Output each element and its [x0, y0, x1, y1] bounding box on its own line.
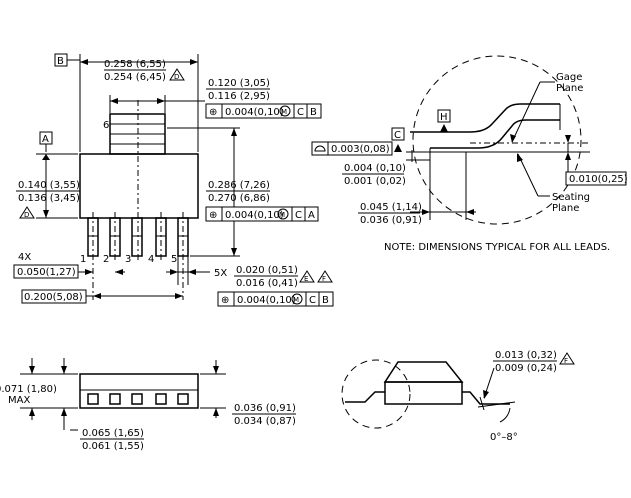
- body-outline: [79, 153, 199, 219]
- end-lead-left: [345, 391, 385, 403]
- svg-text:0.004(0,10): 0.004(0,10): [225, 210, 284, 221]
- flag-triangle-f-2: [559, 352, 575, 365]
- dim-body-h-min: 0.136 (3,45): [18, 193, 80, 204]
- detail-circle: [412, 55, 582, 225]
- dim-width-min: 0.254 (6,45): [104, 72, 166, 83]
- dim-pitch: 0.050(1,27): [17, 267, 76, 278]
- gage-label-1: Gage: [556, 72, 582, 83]
- dim-foot-min: 0.036 (0,91): [360, 215, 422, 226]
- dim-flatness: 0.003(0,08): [331, 144, 390, 155]
- pin-label-5: 5: [171, 254, 177, 265]
- end-body: [384, 381, 463, 405]
- note-text: NOTE: DIMENSIONS TYPICAL FOR ALL LEADS.: [384, 242, 610, 253]
- dim-lead-len-max: 0.036 (0,91): [234, 403, 296, 414]
- dim-angle: 0°–8°: [490, 432, 518, 443]
- svg-text:⊕: ⊕: [221, 295, 229, 306]
- flag-triangle-d-2: [19, 206, 35, 219]
- datum-b-label: B: [57, 56, 64, 67]
- dim-thick-max: 0.065 (1,65): [82, 428, 144, 439]
- dim-pitch-count: 4X: [18, 252, 31, 263]
- dim-lead-t-min: 0.009 (0,24): [495, 363, 557, 374]
- tol-frame-body: ⊕ 0.004(0,10) M C A: [205, 206, 319, 222]
- pin-label-3: 3: [125, 254, 131, 265]
- dim-standoff-min: 0.001 (0,02): [344, 176, 406, 187]
- dim-lead-len-min: 0.034 (0,87): [234, 416, 296, 427]
- pin-label-6: 6: [103, 120, 109, 131]
- svg-text:0.004(0,10): 0.004(0,10): [237, 295, 296, 306]
- dim-foot-max: 0.045 (1,14): [360, 202, 422, 213]
- flag-f-label-1: F: [322, 275, 326, 283]
- tol-frame-leads: ⊕ 0.004(0,10) M C B: [217, 291, 334, 307]
- flag-d-label-1: D: [174, 73, 179, 81]
- flag-triangle-d-1: [169, 68, 185, 81]
- svg-text:⊕: ⊕: [209, 210, 217, 221]
- flag-e-label: E: [304, 275, 308, 283]
- top-view: 6 1 2 3 4 5 B 0.258 (6,55) 0.254 (6,45) …: [13, 53, 334, 307]
- svg-text:M: M: [281, 108, 287, 116]
- dim-lead-w-max: 0.020 (0,51): [236, 265, 298, 276]
- svg-text:C: C: [295, 210, 302, 221]
- dim-overall-min: 0.270 (6,86): [208, 193, 270, 204]
- side-view: 0.071 (1,80) MAX 0.065 (1,65) 0.061 (1,5…: [0, 358, 296, 452]
- flag-f-label-2: F: [564, 357, 568, 365]
- datum-h-box: [437, 109, 451, 123]
- flag-triangle-e: [299, 270, 315, 283]
- svg-text:C: C: [297, 107, 304, 118]
- dim-height-max: 0.071 (1,80): [0, 384, 57, 395]
- dim-tab-max: 0.120 (3,05): [208, 78, 270, 89]
- gage-label-2: Plane: [556, 83, 583, 94]
- datum-h-label: H: [440, 112, 448, 123]
- svg-text:B: B: [310, 107, 317, 118]
- datum-c-label: C: [394, 130, 401, 141]
- svg-text:M: M: [293, 296, 299, 304]
- datum-a-label: A: [42, 134, 49, 145]
- lead-upper-edge: [410, 103, 560, 133]
- datum-c-box: [391, 127, 405, 141]
- svg-text:0.004(0,10): 0.004(0,10): [225, 107, 284, 118]
- flag-d-label-2: D: [24, 211, 29, 219]
- end-lead-right: [462, 391, 510, 405]
- svg-text:⊕: ⊕: [209, 107, 217, 118]
- seating-label-2: Plane: [552, 203, 579, 214]
- gage-dim-box: [565, 171, 627, 186]
- lead-lower-edge: [430, 119, 560, 149]
- flatness-frame: [311, 141, 393, 156]
- dim-overall-max: 0.286 (7,26): [208, 180, 270, 191]
- dim-lead-w-min: 0.016 (0,41): [236, 278, 298, 289]
- dim-gage: 0.010(0,25): [569, 174, 628, 185]
- dim-width-max: 0.258 (6,55): [104, 59, 166, 70]
- pin-label-1: 1: [80, 254, 86, 265]
- svg-text:M: M: [279, 211, 285, 219]
- dim-lead-count: 5X: [214, 268, 227, 279]
- pin-label-4: 4: [148, 254, 154, 265]
- tol-frame-tab: ⊕ 0.004(0,10) M C B: [205, 103, 322, 119]
- dim-tab-min: 0.116 (2,95): [208, 91, 270, 102]
- dim-thick-min: 0.061 (1,55): [82, 441, 144, 452]
- svg-text:C: C: [309, 295, 316, 306]
- pin-label-2: 2: [103, 254, 109, 265]
- svg-text:A: A: [308, 210, 315, 221]
- lead-detail-view: 0.010(0,25) Gage Plane Seating Plane H C…: [311, 55, 628, 253]
- dim-span: 0.200(5,08): [24, 292, 83, 303]
- end-view: 0.013 (0,32) 0.009 (0,24) F 0°–8°: [341, 350, 575, 443]
- seating-label-1: Seating: [552, 192, 590, 203]
- angle-arc: [499, 407, 511, 423]
- end-body-top: [383, 361, 464, 383]
- dim-lead-t-max: 0.013 (0,32): [495, 350, 557, 361]
- side-body: [79, 373, 199, 409]
- end-detail-circle: [341, 359, 411, 429]
- svg-text:B: B: [322, 295, 329, 306]
- dim-body-h-max: 0.140 (3,55): [18, 180, 80, 191]
- dim-standoff-max: 0.004 (0,10): [344, 163, 406, 174]
- flag-triangle-f-1: [317, 270, 333, 283]
- dim-height-label: MAX: [8, 395, 30, 406]
